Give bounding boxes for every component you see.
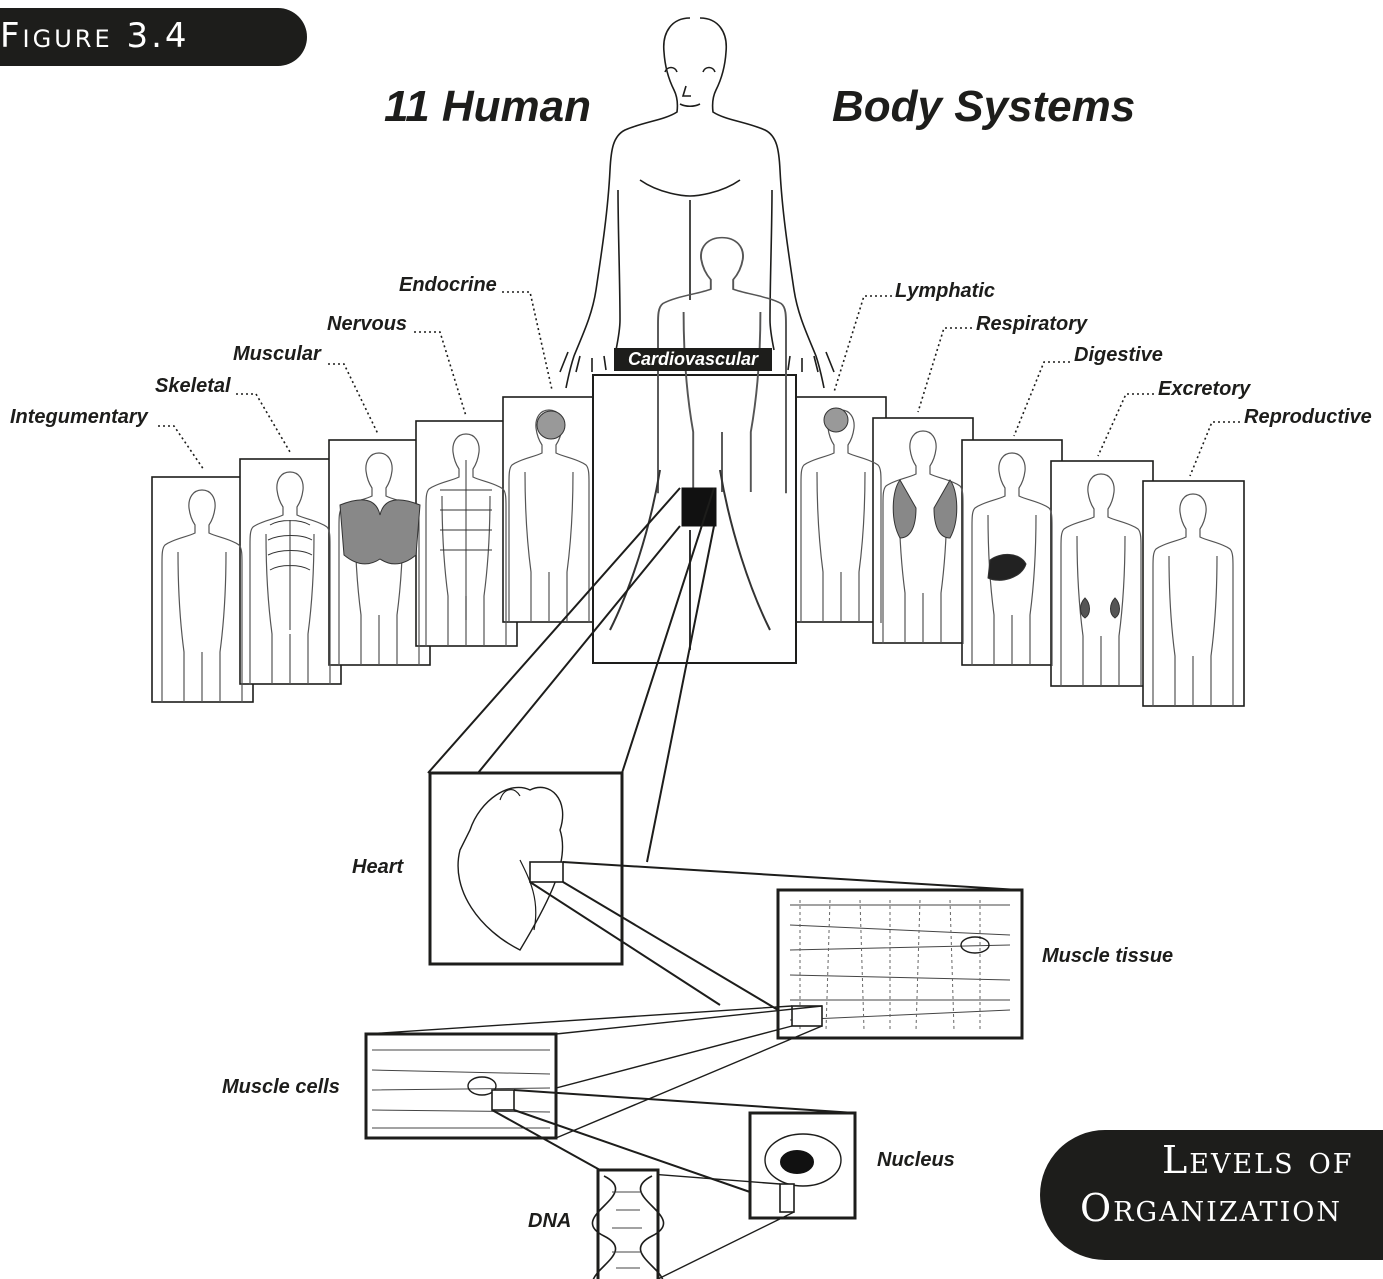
heart-highlight xyxy=(682,488,716,526)
label-integumentary: Integumentary xyxy=(10,406,148,429)
label-muscle-tissue: Muscle tissue xyxy=(1042,945,1173,968)
brain-endocrine xyxy=(537,411,565,439)
label-lymphatic: Lymphatic xyxy=(895,280,995,303)
label-nucleus: Nucleus xyxy=(877,1149,955,1172)
label-digestive: Digestive xyxy=(1074,344,1163,367)
label-skeletal: Skeletal xyxy=(155,375,231,398)
brain-lymphatic xyxy=(824,408,848,432)
label-dna: DNA xyxy=(528,1210,571,1233)
levels-line-1: Levels of xyxy=(1162,1138,1354,1182)
label-muscle-cells: Muscle cells xyxy=(222,1076,340,1099)
human-figure xyxy=(560,18,834,388)
title-right: Body Systems xyxy=(832,82,1135,132)
label-heart: Heart xyxy=(352,856,403,879)
figure-number: Figure 3.4 xyxy=(0,16,190,56)
heart-box xyxy=(430,773,622,964)
label-endocrine: Endocrine xyxy=(399,274,497,297)
levels-of-organization-badge: Levels of Organization xyxy=(1040,1130,1383,1260)
label-respiratory: Respiratory xyxy=(976,313,1087,336)
title-left: 11 Human xyxy=(384,82,591,132)
figure-number-badge: Figure 3.4 xyxy=(0,8,307,66)
label-muscular: Muscular xyxy=(233,343,321,366)
label-excretory: Excretory xyxy=(1158,378,1250,401)
panel-excretory xyxy=(1051,461,1153,686)
levels-line-2: Organization xyxy=(1080,1186,1342,1230)
label-reproductive: Reproductive xyxy=(1244,406,1372,429)
label-nervous: Nervous xyxy=(327,313,407,336)
label-cardiovascular: Cardiovascular xyxy=(614,348,772,371)
